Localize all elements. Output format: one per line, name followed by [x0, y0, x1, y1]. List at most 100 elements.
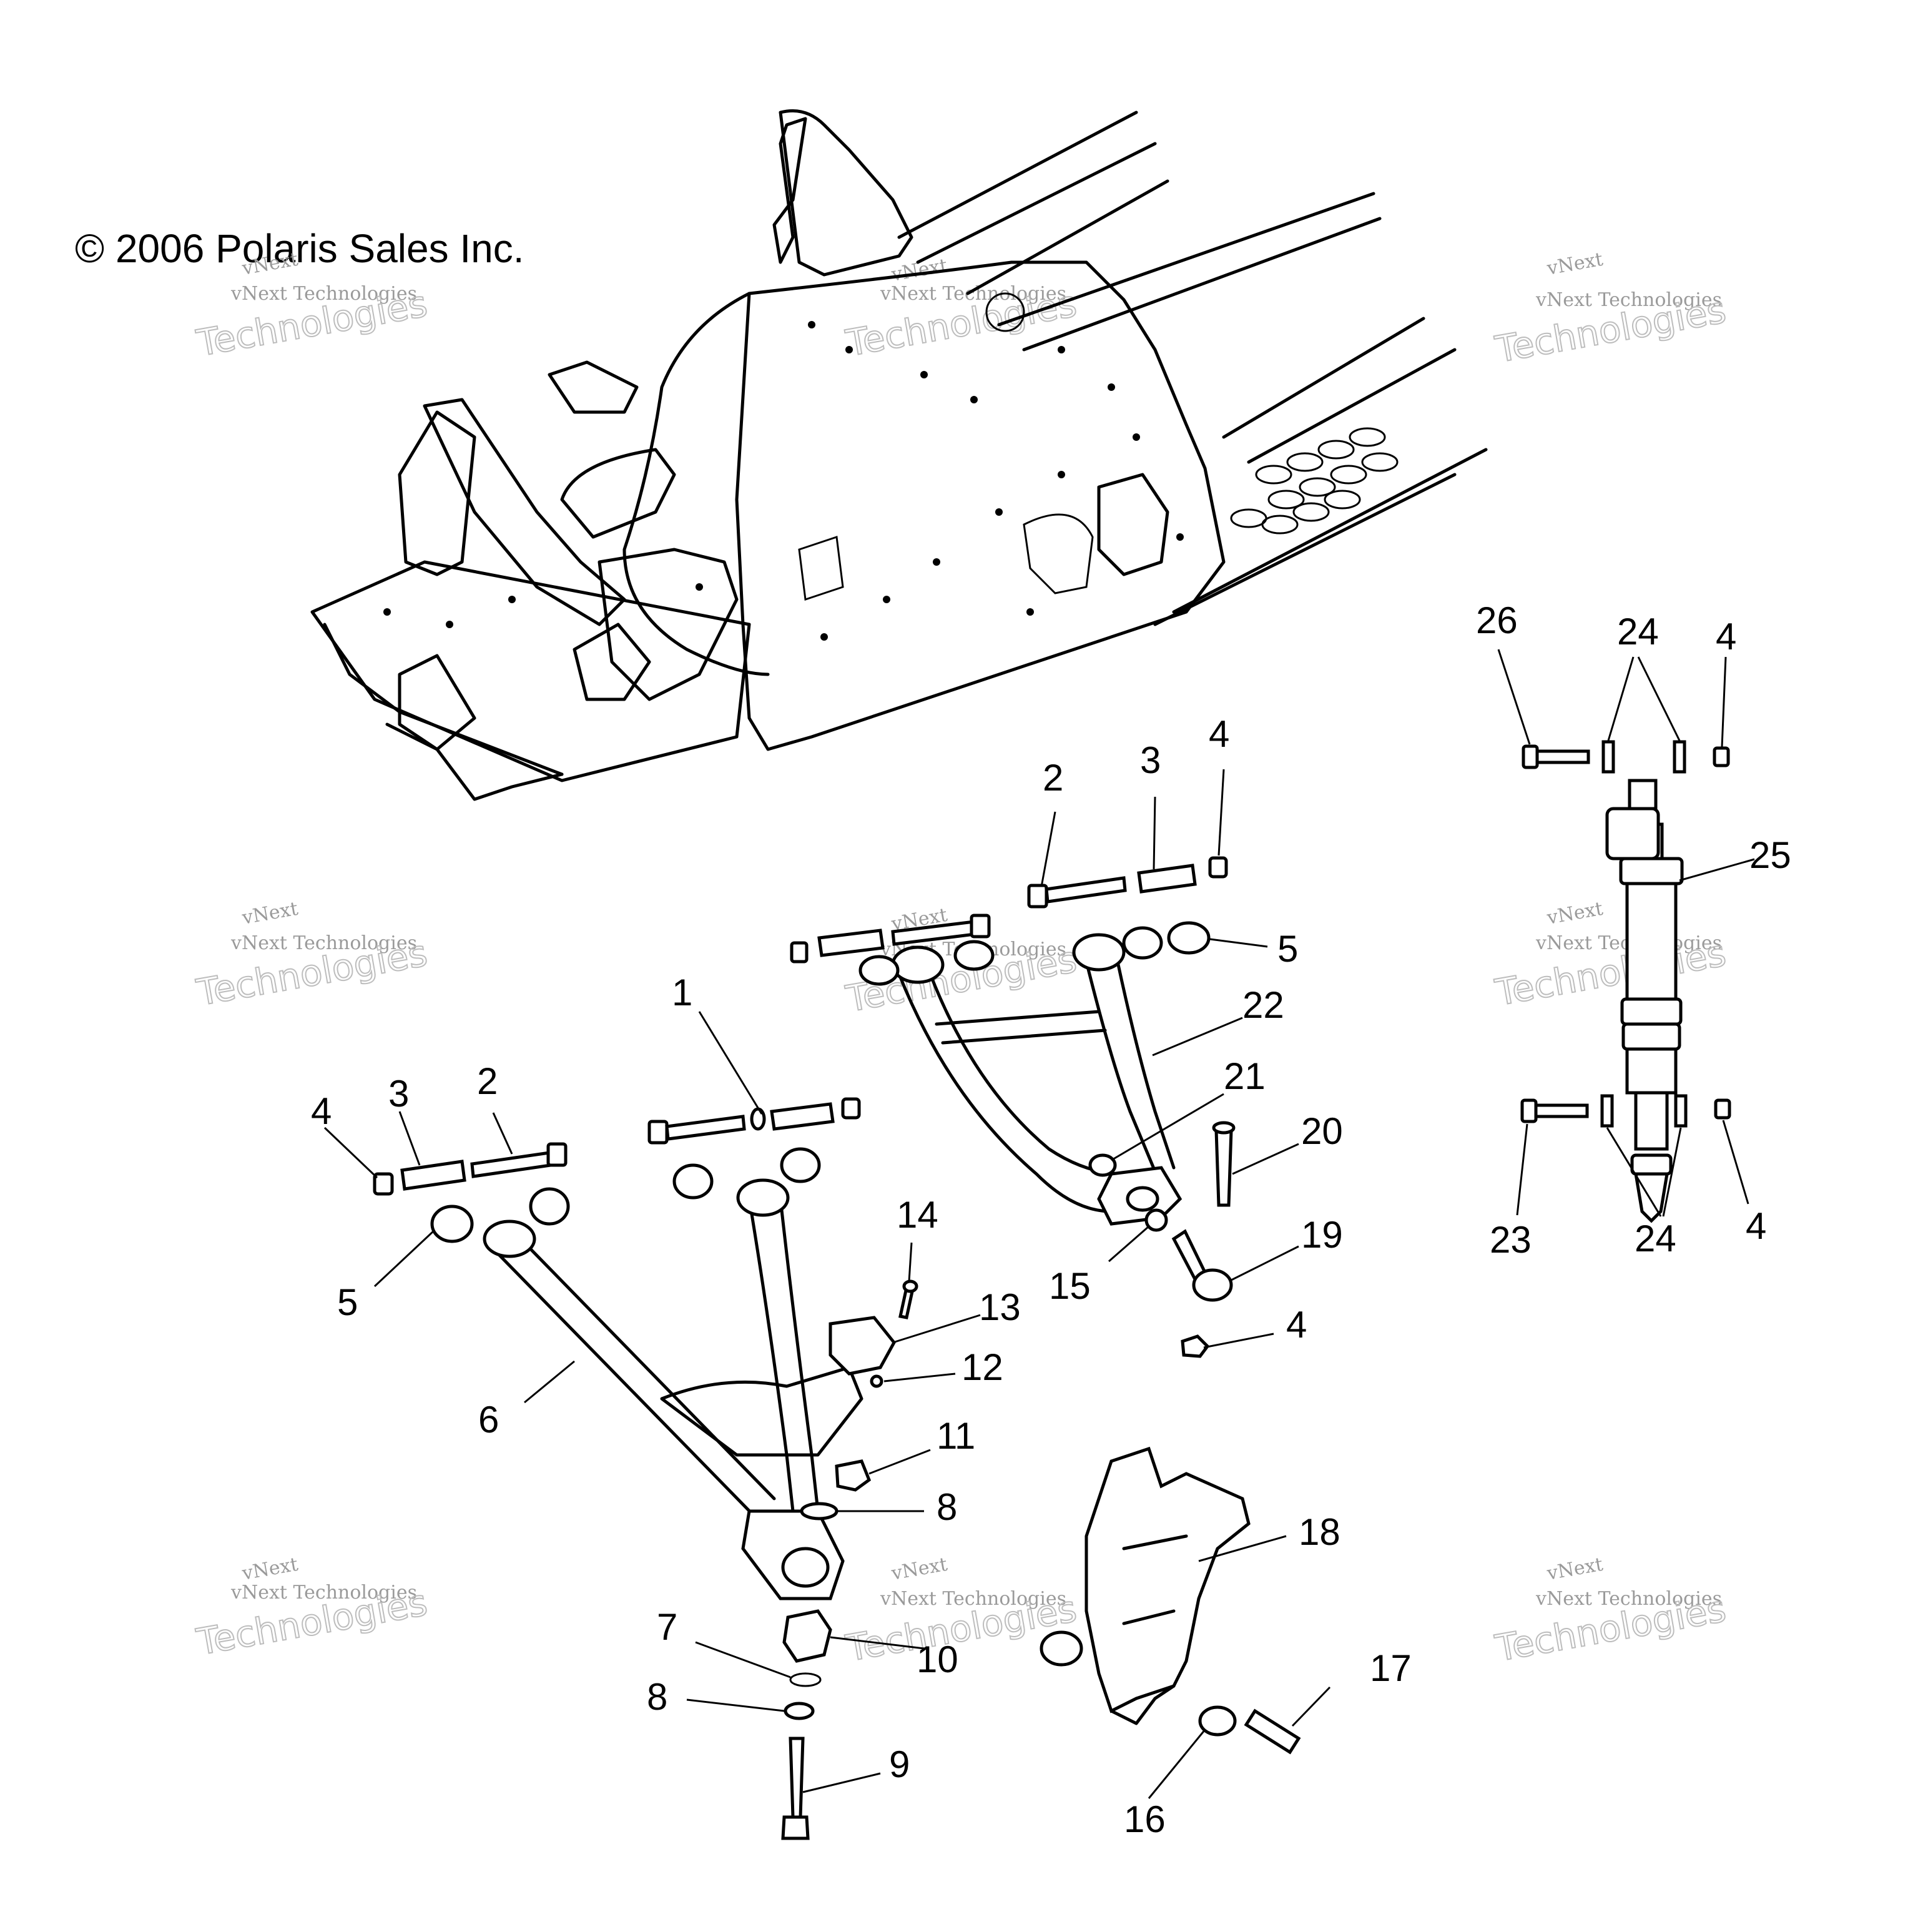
callout-4: 4 [1286, 1304, 1307, 1346]
bolt-23-shank [1534, 1103, 1589, 1118]
sleeve-3 [770, 1102, 835, 1131]
bushing-5 [780, 1147, 821, 1183]
callout-22: 22 [1242, 984, 1284, 1026]
callout-23: 23 [1490, 1219, 1532, 1261]
svg-text:vNext: vNext [889, 1554, 949, 1585]
rivet-holes [383, 321, 1184, 641]
callout-15: 15 [1049, 1265, 1091, 1307]
nut-4 [1181, 1334, 1210, 1358]
nut-4 [1714, 1098, 1731, 1120]
bushing-5 [1122, 926, 1163, 960]
svg-text:vNext Technologies: vNext Technologies [230, 932, 417, 954]
spindle [1040, 1446, 1251, 1725]
svg-text:vNext: vNext [240, 1554, 300, 1585]
bolt-23 [1520, 1098, 1538, 1123]
frame-cutout [798, 535, 844, 601]
callout-1: 1 [672, 972, 692, 1013]
lower-arm-hardware [373, 1097, 918, 1840]
washer-1 [750, 1107, 766, 1131]
bushing-5 [858, 955, 900, 986]
callout-4: 4 [1716, 616, 1736, 658]
nut-4 [1208, 856, 1228, 879]
bolt-9 [789, 1737, 805, 1819]
callout-3: 3 [388, 1073, 409, 1115]
svg-text:vNext: vNext [1545, 249, 1605, 280]
svg-text:vNext Technologies: vNext Technologies [880, 283, 1066, 305]
svg-text:vNext: vNext [1545, 1554, 1605, 1585]
pin-17 [1244, 1708, 1301, 1755]
nut-21 [1088, 1153, 1117, 1177]
callout-5: 5 [337, 1281, 358, 1323]
watermark-top-right: vNext vNext Technologies Technologies [1492, 249, 1730, 372]
callout-8: 8 [937, 1486, 957, 1528]
callout-9: 9 [889, 1743, 910, 1785]
bracket-13 [829, 1316, 896, 1376]
washer-8 [800, 1502, 839, 1520]
callout-2: 2 [1043, 757, 1063, 799]
bushing-24 [1600, 1094, 1614, 1128]
callout-2: 2 [477, 1060, 498, 1102]
tie-rod-end-19-eye [1192, 1268, 1233, 1302]
bolt-2-shank [1045, 876, 1127, 904]
bolt-2-shank [470, 1151, 553, 1178]
bolt-2 [546, 1142, 568, 1167]
bushing-5 [1167, 921, 1211, 955]
callout-4: 4 [311, 1090, 332, 1132]
lower-control-arm [483, 1178, 863, 1600]
bushing-5 [672, 1163, 714, 1200]
bolt-26 [1522, 744, 1539, 769]
bolt-2-shank [665, 1115, 746, 1141]
callout-25: 25 [1749, 834, 1791, 876]
bolt-9-head [781, 1815, 810, 1840]
svg-text:vNext Technologies: vNext Technologies [880, 1588, 1066, 1610]
copyright-text: © 2006 Polaris Sales Inc. [75, 226, 524, 271]
callout-7: 7 [657, 1606, 677, 1648]
bolt-26-shank [1535, 749, 1590, 764]
callout-6: 6 [478, 1399, 499, 1441]
sleeve-3 [817, 929, 885, 957]
svg-text:vNext Technologies: vNext Technologies [1535, 289, 1722, 311]
nut-4 [1713, 746, 1730, 767]
bushing-5 [953, 940, 995, 971]
nut-4 [790, 941, 809, 964]
svg-text:vNext Technologies: vNext Technologies [1535, 1588, 1722, 1610]
watermark-bottom-left: vNext vNext Technologies Technologies [193, 1554, 431, 1664]
svg-text:vNext Technologies: vNext Technologies [230, 1582, 417, 1604]
callout-26: 26 [1476, 599, 1518, 641]
spindle-hardware [1198, 1705, 1301, 1755]
callout-13: 13 [979, 1286, 1021, 1328]
bushing-5 [529, 1187, 570, 1226]
nut-15 [1144, 1208, 1168, 1232]
svg-text:vNext: vNext [1545, 898, 1605, 929]
pin-20 [1214, 1128, 1233, 1207]
callout-4: 4 [1746, 1205, 1766, 1247]
callout-4: 4 [1209, 713, 1229, 755]
svg-text:vNext Technologies: vNext Technologies [230, 283, 417, 305]
callout-8: 8 [647, 1676, 667, 1718]
callout-17: 17 [1370, 1647, 1412, 1689]
circlip-7 [789, 1672, 822, 1687]
callout-20: 20 [1301, 1110, 1343, 1152]
callout-14: 14 [897, 1194, 938, 1236]
callout-21: 21 [1224, 1055, 1266, 1097]
upper-arm-hardware [790, 856, 1236, 1358]
watermark-mid-right: vNext vNext Technologies Technologies [1492, 898, 1730, 1015]
leader-lines [323, 649, 1755, 1799]
watermark-mid-left: vNext vNext Technologies Technologies [193, 898, 431, 1015]
nut-11 [835, 1459, 872, 1492]
callout-24: 24 [1617, 611, 1659, 653]
screw-14-head [902, 1279, 918, 1293]
nut-12 [870, 1374, 883, 1388]
callout-labels: 1 2 3 4 5 22 21 20 19 15 4 14 13 12 11 8… [311, 599, 1791, 1840]
ball-joint-10 [782, 1609, 832, 1663]
bushing-24 [1673, 740, 1686, 774]
svg-text:vNext: vNext [240, 898, 300, 929]
bolt-2 [970, 914, 991, 939]
vent-holes [1230, 427, 1399, 535]
shock-absorber [1605, 779, 1684, 1223]
bolt-2 [1027, 884, 1048, 909]
callout-24: 24 [1635, 1218, 1676, 1259]
callout-12: 12 [961, 1346, 1003, 1388]
bushing-24 [1674, 1094, 1688, 1128]
